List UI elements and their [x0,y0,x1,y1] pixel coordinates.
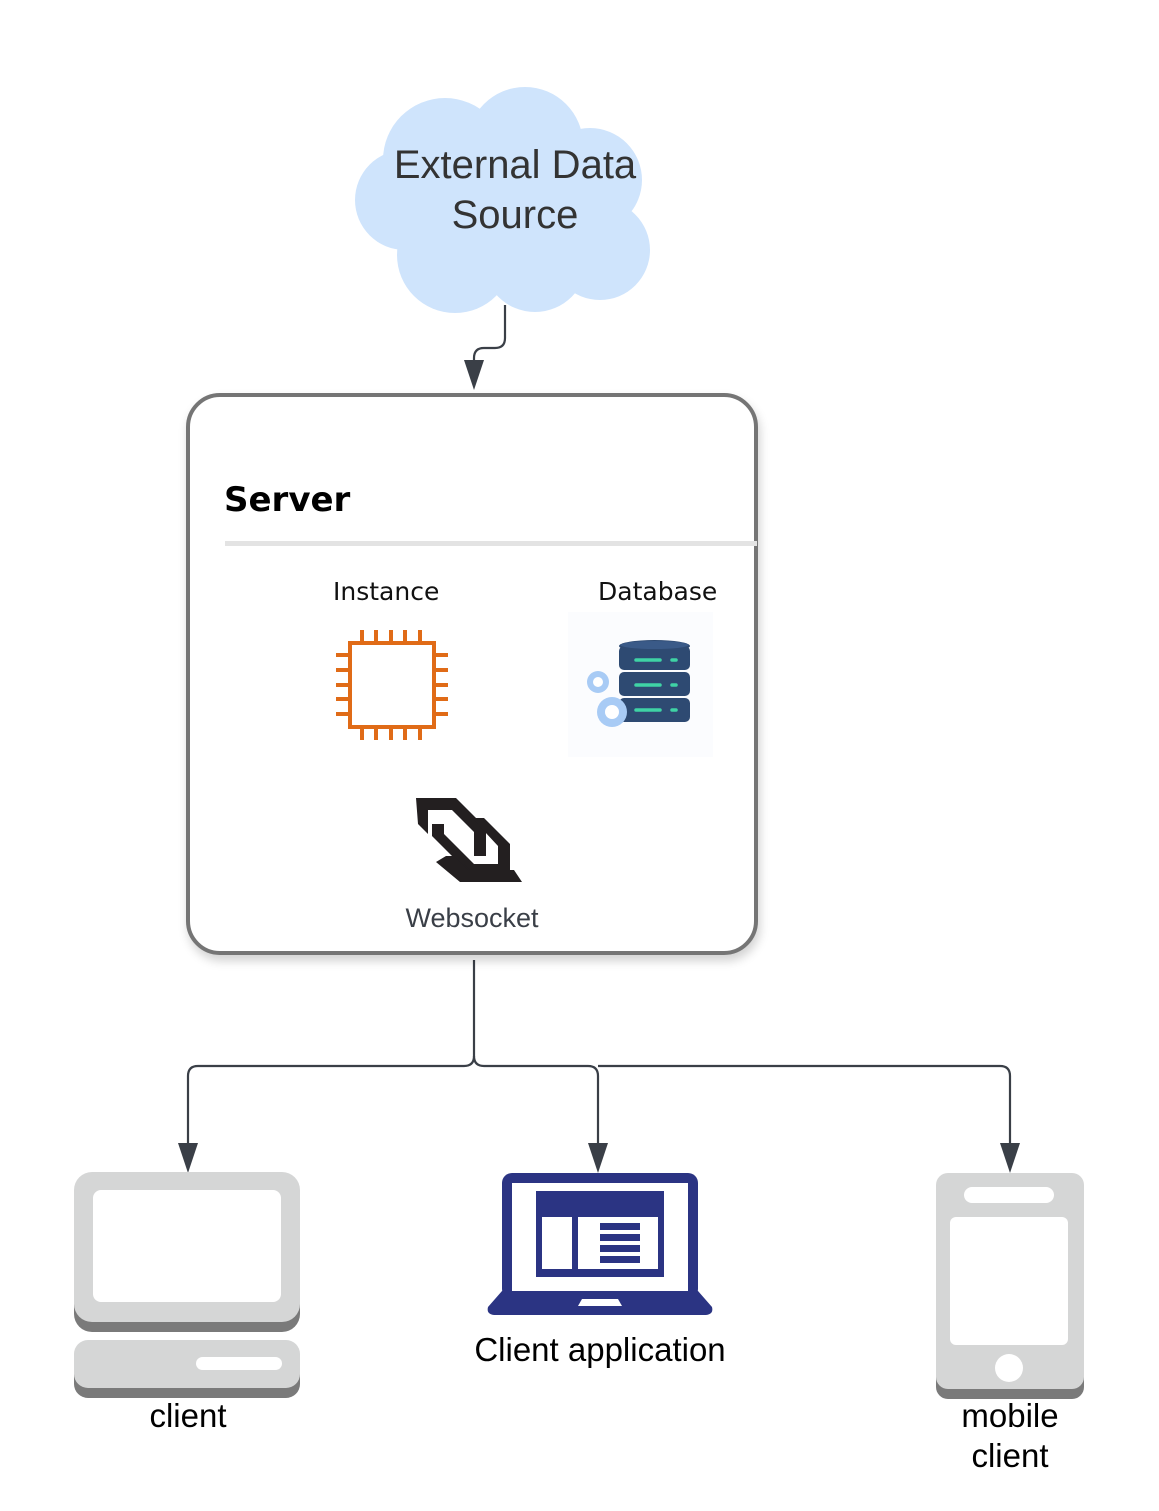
edge-server-to-mobile [598,1064,1012,1148]
client-application-label: Client application [474,1331,726,1368]
websocket-icon[interactable] [414,796,524,884]
desktop-computer-icon[interactable] [74,1172,302,1402]
mobile-phone-icon[interactable] [936,1173,1086,1401]
database-label: Database [598,577,718,606]
websocket-label: Websocket [405,903,539,933]
edge-server-trunk [186,960,476,1148]
external-data-source-label: External Data Source [370,140,660,240]
arrowhead-server [464,360,484,390]
server-title: Server [224,480,351,520]
mobile-client-label-line1: mobile [961,1397,1059,1434]
instance-label: Instance [333,577,440,606]
server-divider [225,541,757,546]
client-label: client [149,1397,227,1434]
arrowhead-client [178,1143,198,1173]
cloud-label-line2: Source [451,193,579,237]
cloud-label-line1: External Data [393,143,637,187]
external-data-source-cloud[interactable] [350,85,660,315]
cpu-chip-icon[interactable] [334,628,452,744]
laptop-app-icon[interactable] [486,1173,714,1318]
edge-server-to-app [472,1055,600,1148]
mobile-client-label-line2: client [971,1437,1049,1474]
arrowhead-mobile [1000,1143,1020,1173]
database-gears-icon[interactable] [568,612,713,757]
arrowhead-app [588,1143,608,1173]
mobile-client-label: mobile client [910,1396,1110,1476]
edge-source-to-server [472,305,507,372]
